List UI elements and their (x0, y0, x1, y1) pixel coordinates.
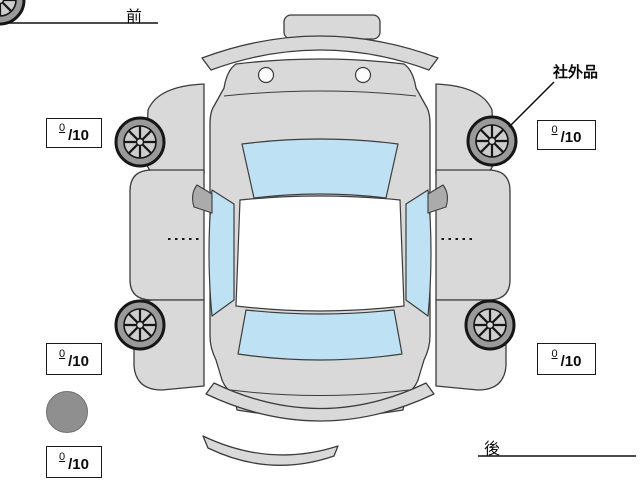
side-panels-left (129, 83, 205, 391)
windshield (241, 138, 399, 199)
tread-score-rear-right: 0 /10 (537, 343, 596, 375)
front-bumper-center (283, 14, 381, 40)
front-bumper-band (201, 35, 439, 71)
rear-label: 後 (484, 441, 501, 458)
tread-score-denominator: /10 (68, 126, 89, 144)
wheel-rear-right (464, 299, 516, 351)
wheel-front-left (114, 116, 166, 168)
condition-circle-marker (46, 391, 88, 433)
trunk-seam-line (230, 389, 410, 396)
hood-nozzle-right (354, 66, 372, 84)
tread-score-front-right: 0 /10 (537, 120, 596, 150)
aftermarket-pointer-line (508, 81, 555, 128)
aftermarket-part-label: 社外品 (553, 64, 599, 81)
rear-window (237, 309, 403, 361)
rear-bumper-lower-piece (202, 435, 339, 466)
door-panel-left (129, 169, 205, 301)
tread-score-denominator: /10 (560, 352, 582, 370)
tread-score-value: 0 (59, 122, 66, 134)
hood-seam-line (223, 90, 417, 97)
front-label: 前 (126, 9, 143, 26)
tread-score-rear-left: 0 /10 (46, 343, 102, 375)
tread-score-value: 0 (59, 451, 66, 463)
tread-score-front-left: 0 /10 (46, 118, 102, 148)
hood-nozzle-left (257, 66, 275, 84)
tread-score-denominator: /10 (68, 455, 89, 473)
rear-bumper-band (205, 382, 435, 422)
tread-score-bottom-left: 0 /10 (46, 446, 102, 478)
tread-score-denominator: /10 (68, 352, 89, 370)
side-window-right (405, 189, 432, 317)
tread-score-value: 0 (59, 348, 66, 360)
tread-score-value: 0 (551, 348, 558, 360)
tread-score-denominator: /10 (560, 128, 582, 146)
wheel-front-right (466, 115, 518, 167)
side-window-left (208, 189, 235, 317)
side-mirror-left (191, 184, 213, 214)
tread-score-value: 0 (551, 124, 558, 136)
wheel-rear-left (114, 299, 166, 351)
cabin-roof-area (235, 195, 405, 312)
